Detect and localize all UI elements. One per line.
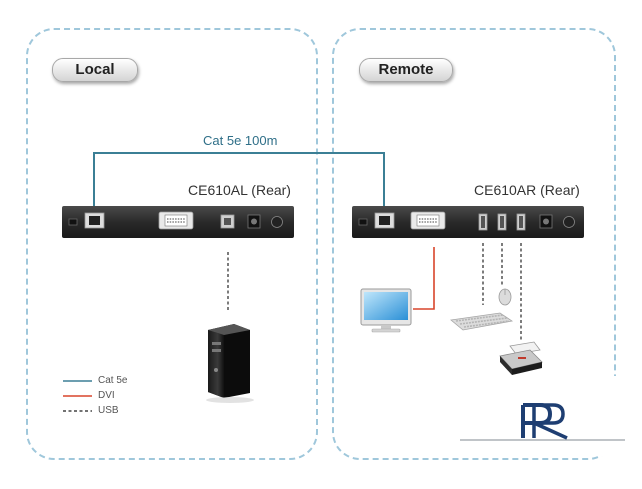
remote-device-label: CE610AR (Rear) (474, 182, 580, 198)
power-jack-icon (247, 214, 261, 229)
remote-zone (332, 28, 616, 460)
usb-port-icon (478, 213, 488, 231)
local-zone (26, 28, 318, 460)
rj45-port-icon (84, 212, 105, 229)
screw-icon (68, 218, 78, 226)
dvi-port-icon (410, 211, 446, 230)
power-jack-icon (539, 214, 553, 229)
rj45-port-icon (374, 212, 395, 229)
legend-label-usb: USB (98, 405, 119, 416)
usb-port-icon (220, 214, 235, 229)
ground-screw-icon (563, 216, 575, 228)
monitor-icon (360, 288, 412, 333)
dvi-port-icon (158, 211, 194, 230)
screw-icon (358, 218, 368, 226)
printer-icon (499, 341, 543, 375)
keyboard-icon (450, 312, 514, 331)
usb-port-icon (497, 213, 507, 231)
mouse-icon (498, 288, 512, 306)
local-zone-label: Local (52, 58, 138, 82)
legend-label-dvi: DVI (98, 390, 115, 401)
local-device-label: CE610AL (Rear) (188, 182, 291, 198)
watermark-logo (440, 376, 642, 456)
local-unit (62, 206, 294, 238)
pc-tower-icon (206, 324, 254, 403)
cat5e-cable (93, 152, 385, 213)
remote-unit (352, 206, 584, 238)
dvi-cable (413, 247, 435, 310)
ground-screw-icon (271, 216, 283, 228)
legend (63, 380, 92, 412)
remote-zone-label: Remote (359, 58, 453, 82)
usb-port-icon (516, 213, 526, 231)
cable-label: Cat 5e 100m (203, 133, 278, 148)
legend-label-cat5e: Cat 5e (98, 375, 128, 386)
